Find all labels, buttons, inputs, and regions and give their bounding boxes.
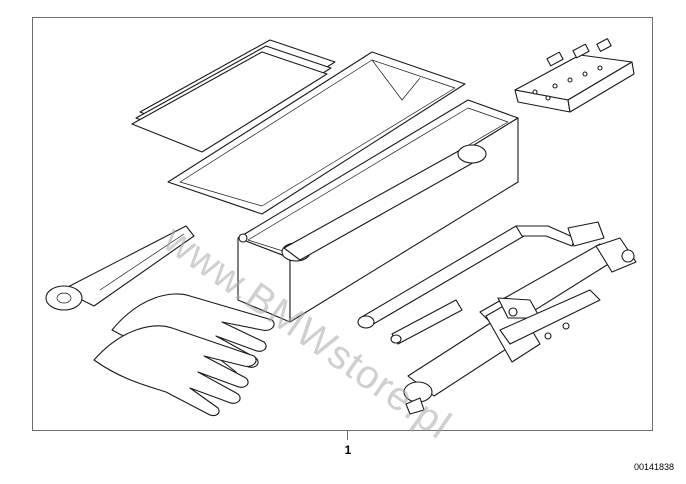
callout-number: 1 bbox=[344, 443, 352, 457]
work-gloves bbox=[93, 293, 275, 417]
lug-wrench bbox=[357, 221, 605, 329]
callout-leader-line bbox=[347, 431, 348, 440]
tow-eye bbox=[390, 299, 463, 345]
manual-sheets bbox=[131, 39, 336, 153]
scissor-jack bbox=[403, 237, 637, 415]
image-code: 00141838 bbox=[633, 462, 674, 472]
tool-case bbox=[167, 51, 519, 323]
ratchet-spanner bbox=[45, 225, 195, 311]
mounting-bracket bbox=[514, 38, 635, 113]
